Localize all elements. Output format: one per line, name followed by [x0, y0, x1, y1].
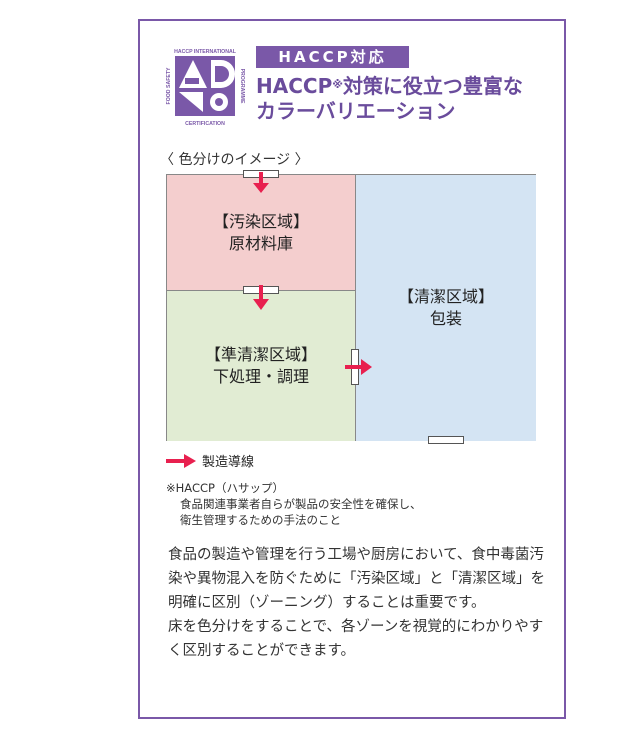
- zone-semi-clean-label: 【準清潔区域】: [204, 345, 317, 364]
- haccp-certification-logo: HACCP INTERNATIONAL CERTIFICATION FOOD S…: [166, 49, 245, 127]
- footnote-line1: 食品関連事業者自らが製品の安全性を確保し、: [180, 497, 422, 511]
- body-text: 食品の製造や管理を行う工場や厨房において、食中毒菌汚染や異物混入を防ぐために「汚…: [168, 543, 553, 663]
- title-note-mark: ※: [332, 78, 343, 91]
- title-line1-rest: 対策に役立つ豊富な: [342, 74, 523, 98]
- legend-label: 製造導線: [202, 455, 255, 470]
- title-line2: カラーバリエーション: [256, 99, 456, 123]
- logo-text-bottom: CERTIFICATION: [185, 121, 225, 127]
- zone-clean-label: 【清潔区域】: [397, 287, 494, 306]
- zone-contaminated-sub: 原材料庫: [228, 233, 293, 253]
- page-title: HACCP※対策に役立つ豊富な カラーバリエーション: [256, 74, 546, 124]
- title-haccp: HACCP: [256, 74, 333, 98]
- arrow-right-icon: [345, 359, 372, 375]
- zone-clean: 【清潔区域】 包装: [356, 175, 536, 441]
- door-bottom: [428, 436, 464, 444]
- body-paragraph-1: 食品の製造や管理を行う工場や厨房において、食中毒菌汚染や異物混入を防ぐために「汚…: [168, 547, 545, 611]
- arrow-down-icon: [253, 172, 269, 193]
- zone-clean-sub: 包装: [429, 309, 462, 328]
- footnote-line2: 衛生管理するための手法のこと: [180, 513, 341, 527]
- haccp-footnote: ※HACCP（ハサップ） 食品関連事業者自らが製品の安全性を確保し、 衛生管理す…: [166, 480, 422, 528]
- logo-text-right: PROGRAMME: [239, 69, 245, 104]
- diagram-caption: 〈 色分けのイメージ 〉: [160, 152, 309, 168]
- arrow-right-icon: [166, 453, 196, 468]
- zone-contaminated: 【汚染区域】 原材料庫: [167, 175, 356, 291]
- zone-semi-clean-sub: 下処理・調理: [212, 367, 309, 386]
- logo-text-top: HACCP INTERNATIONAL: [174, 49, 237, 55]
- check-mark: [179, 92, 203, 112]
- footnote-term: ※HACCP（ハサップ）: [166, 481, 284, 495]
- zone-contaminated-label: 【汚染区域】: [212, 211, 309, 231]
- haccp-badge: HACCP対応: [256, 46, 409, 68]
- zone-semi-clean: 【準清潔区域】 下処理・調理: [167, 291, 356, 441]
- logo-text-left: FOOD SAFETY: [166, 67, 172, 104]
- body-paragraph-2: 床を色分けをすることで、各ゾーンを視覚的にわかりやすく区別することができます。: [168, 619, 544, 659]
- zoning-diagram: 【汚染区域】 原材料庫 【準清潔区域】 下処理・調理 【清潔区域】 包装: [166, 170, 536, 444]
- flow-legend: 製造導線: [166, 451, 254, 470]
- arrow-down-icon: [253, 285, 269, 310]
